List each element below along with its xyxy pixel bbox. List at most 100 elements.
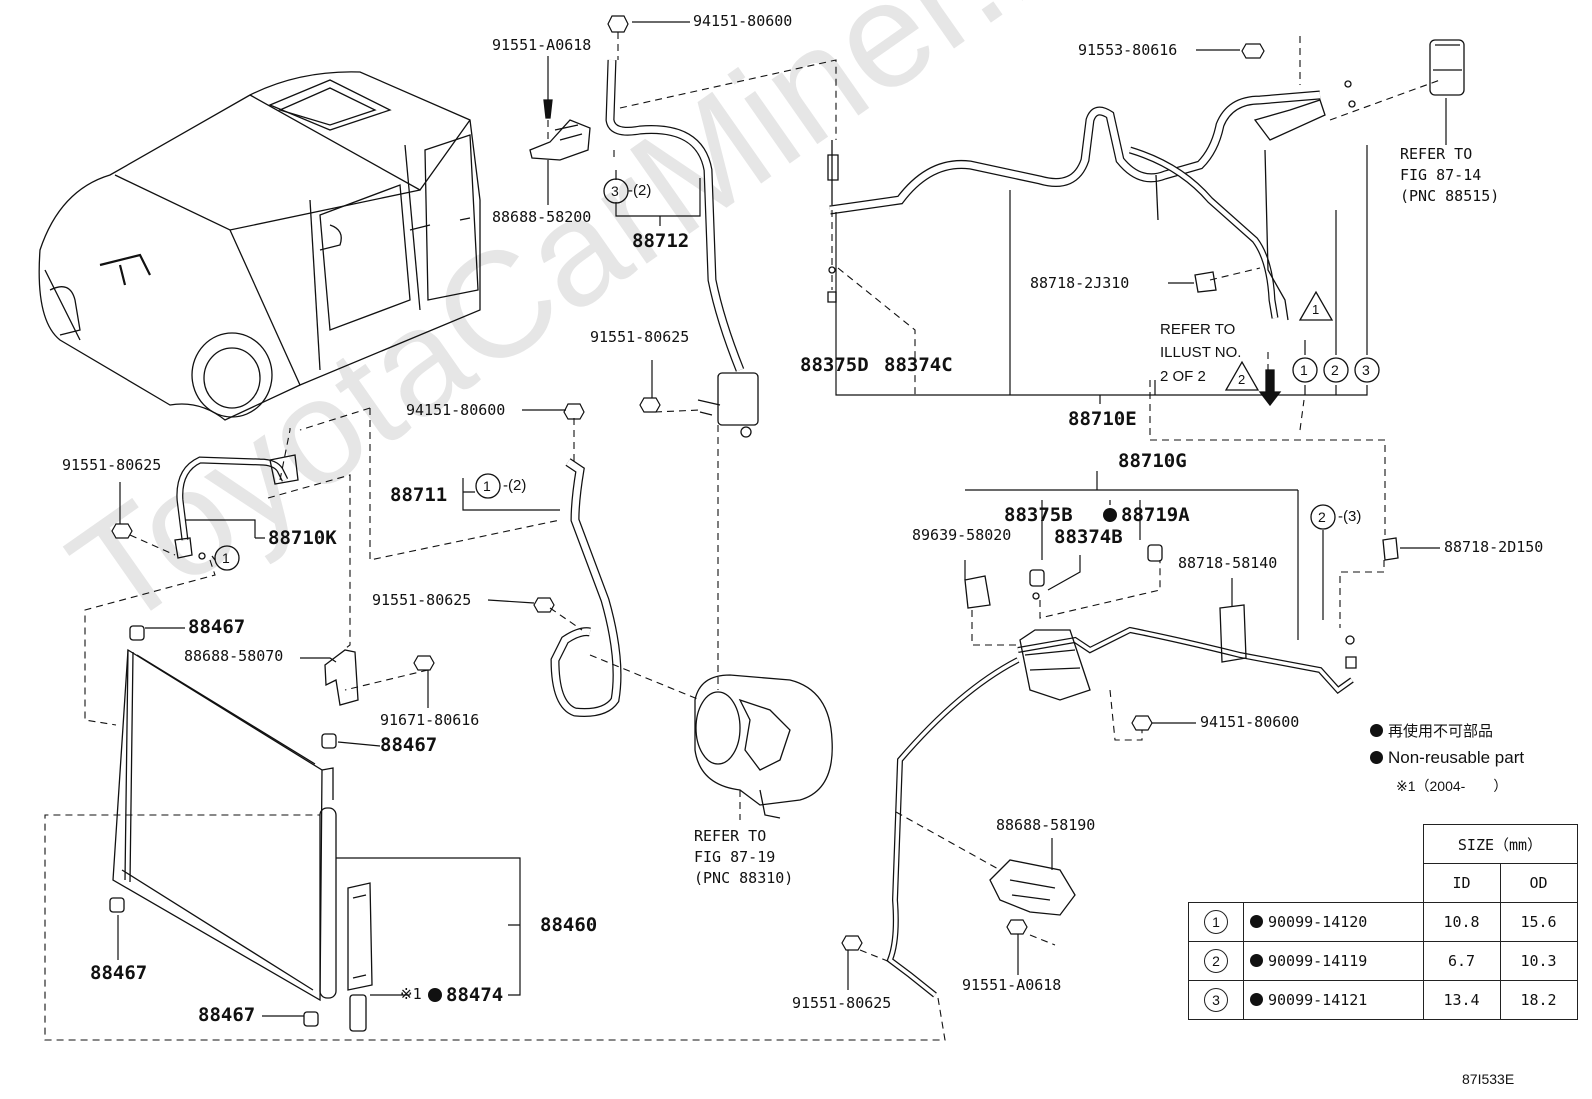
ring-3-88710e: 3: [1362, 362, 1370, 378]
label-94151-mid: 94151-80600: [406, 401, 506, 419]
od-value: 15.6: [1499, 902, 1578, 942]
label-88460: 88460: [540, 914, 598, 936]
ring-2-88710e: 2: [1331, 362, 1339, 378]
label-88688-58070: 88688-58070: [184, 647, 284, 665]
od-value: 18.2: [1499, 980, 1578, 1020]
non-reusable-dots: [428, 508, 1117, 1002]
refer-87-19-line1: REFER TO: [694, 827, 767, 845]
label-88374c: 88374C: [884, 354, 953, 376]
pipe-88710g: [886, 537, 1399, 998]
qty-88712: -(2): [628, 182, 652, 199]
label-88467-b: 88467: [380, 734, 438, 756]
id-value: 6.7: [1422, 941, 1501, 981]
ring-1-88710e: 1: [1300, 362, 1308, 378]
label-88688-58200: 88688-58200: [492, 208, 592, 226]
label-91551-80625-c: 91551-80625: [372, 591, 472, 609]
label-88718-2j310: 88718-2J310: [1030, 274, 1130, 292]
figure-code: 87I533E: [1462, 1071, 1515, 1087]
part-number: 90099-14121: [1268, 991, 1368, 1009]
vehicle-illustration: [38, 71, 481, 421]
qty-88711: -(2): [503, 477, 527, 494]
label-88474: 88474: [446, 984, 504, 1006]
label-88688-58190: 88688-58190: [996, 816, 1096, 834]
pipe-88712: [605, 59, 759, 438]
triangle-2-label: 2: [1238, 372, 1246, 387]
refer-87-19-line3: (PNC 88310): [694, 869, 794, 887]
condenser: [109, 625, 373, 1032]
refer-87-19-line2: FIG 87-19: [694, 848, 776, 866]
ring-callout: 1: [1204, 910, 1228, 934]
part-number: 90099-14119: [1268, 952, 1368, 970]
label-91551-80625-a: 91551-80625: [590, 328, 690, 346]
label-88710k: 88710K: [268, 527, 337, 549]
label-94151-low: 94151-80600: [1200, 713, 1300, 731]
label-91551-80625-d: 91551-80625: [792, 994, 892, 1012]
refer-illust-line3: 2 OF 2: [1160, 368, 1206, 385]
label-88719a: 88719A: [1121, 504, 1190, 526]
label-88467-a: 88467: [188, 616, 246, 638]
bullet-dot-icon: [1250, 915, 1263, 928]
triangle-1-label: 1: [1312, 302, 1320, 317]
bolts: [111, 15, 1265, 951]
legend-note: ※1（2004- ）: [1396, 778, 1508, 794]
bracket-88688-58190: [989, 859, 1076, 916]
part-number: 90099-14120: [1268, 913, 1368, 931]
ring-3-88712: 3: [611, 183, 619, 199]
ring-callout: 3: [1204, 988, 1228, 1012]
refer-illust-line2: ILLUST NO.: [1160, 344, 1242, 361]
refer-87-14-line3: (PNC 88515): [1400, 187, 1500, 205]
dashed-guides: [44, 32, 1441, 1041]
pipe-88710e: [827, 80, 1356, 321]
label-89639: 89639-58020: [912, 526, 1012, 544]
label-88374b: 88374B: [1054, 526, 1123, 548]
size-table: SIZE（mm） ID OD 1 90099-14120 10.8 15.6 2…: [1188, 824, 1578, 1020]
label-88710e: 88710E: [1068, 408, 1137, 430]
ring-callouts: [214, 178, 1380, 571]
label-88467-d: 88467: [198, 1004, 256, 1026]
label-88712: 88712: [632, 230, 690, 252]
legend-en: Non-reusable part: [1370, 748, 1524, 768]
warning-triangles: [1224, 290, 1334, 407]
refer-87-14-line1: REFER TO: [1400, 145, 1473, 163]
bracket-88688-58070: [324, 649, 359, 706]
ring-1-88711: 1: [483, 478, 491, 494]
refer-87-14-line2: FIG 87-14: [1400, 166, 1482, 184]
label-x1-mark: ※1: [400, 985, 422, 1003]
bullet-dot-icon: [1370, 724, 1383, 737]
col-od-header: OD: [1499, 863, 1578, 903]
table-row: 3 90099-14121 13.4 18.2: [1188, 980, 1578, 1020]
id-value: 13.4: [1422, 980, 1501, 1020]
size-header: SIZE（mm）: [1422, 824, 1578, 864]
pipe-88710k: [174, 454, 299, 560]
bracket-88688-58200: [529, 99, 591, 161]
pipe-88711: [550, 458, 622, 717]
label-91671: 91671-80616: [380, 711, 480, 729]
label-88718-2d150: 88718-2D150: [1444, 538, 1544, 556]
label-91551-a0618-low: 91551-A0618: [962, 976, 1062, 994]
legend-jp: 再使用不可部品: [1370, 722, 1493, 742]
table-row: 1 90099-14120 10.8 15.6: [1188, 902, 1578, 942]
refer-illust-line1: REFER TO: [1160, 321, 1236, 338]
label-88375b: 88375B: [1004, 504, 1073, 526]
leader-lines: [117, 21, 1447, 1017]
qty-88710g: -(3): [1338, 508, 1362, 525]
id-value: 10.8: [1422, 902, 1501, 942]
compressor: [694, 674, 833, 819]
table-row: 2 90099-14119 6.7 10.3: [1188, 941, 1578, 981]
col-id-header: ID: [1422, 863, 1501, 903]
bullet-dot-icon: [1250, 954, 1263, 967]
label-88375d: 88375D: [800, 354, 869, 376]
label-91551-80625-b: 91551-80625: [62, 456, 162, 474]
ring-callout: 2: [1204, 949, 1228, 973]
pressure-switch-part: [1429, 39, 1465, 96]
label-88467-c: 88467: [90, 962, 148, 984]
label-88711: 88711: [390, 484, 448, 506]
ring-1-88710k: 1: [222, 550, 230, 566]
od-value: 10.3: [1499, 941, 1578, 981]
label-88710g: 88710G: [1118, 450, 1187, 472]
label-88718-58140: 88718-58140: [1178, 554, 1278, 572]
label-91551-a0618-top: 91551-A0618: [492, 36, 592, 54]
bullet-dot-icon: [1370, 751, 1383, 764]
